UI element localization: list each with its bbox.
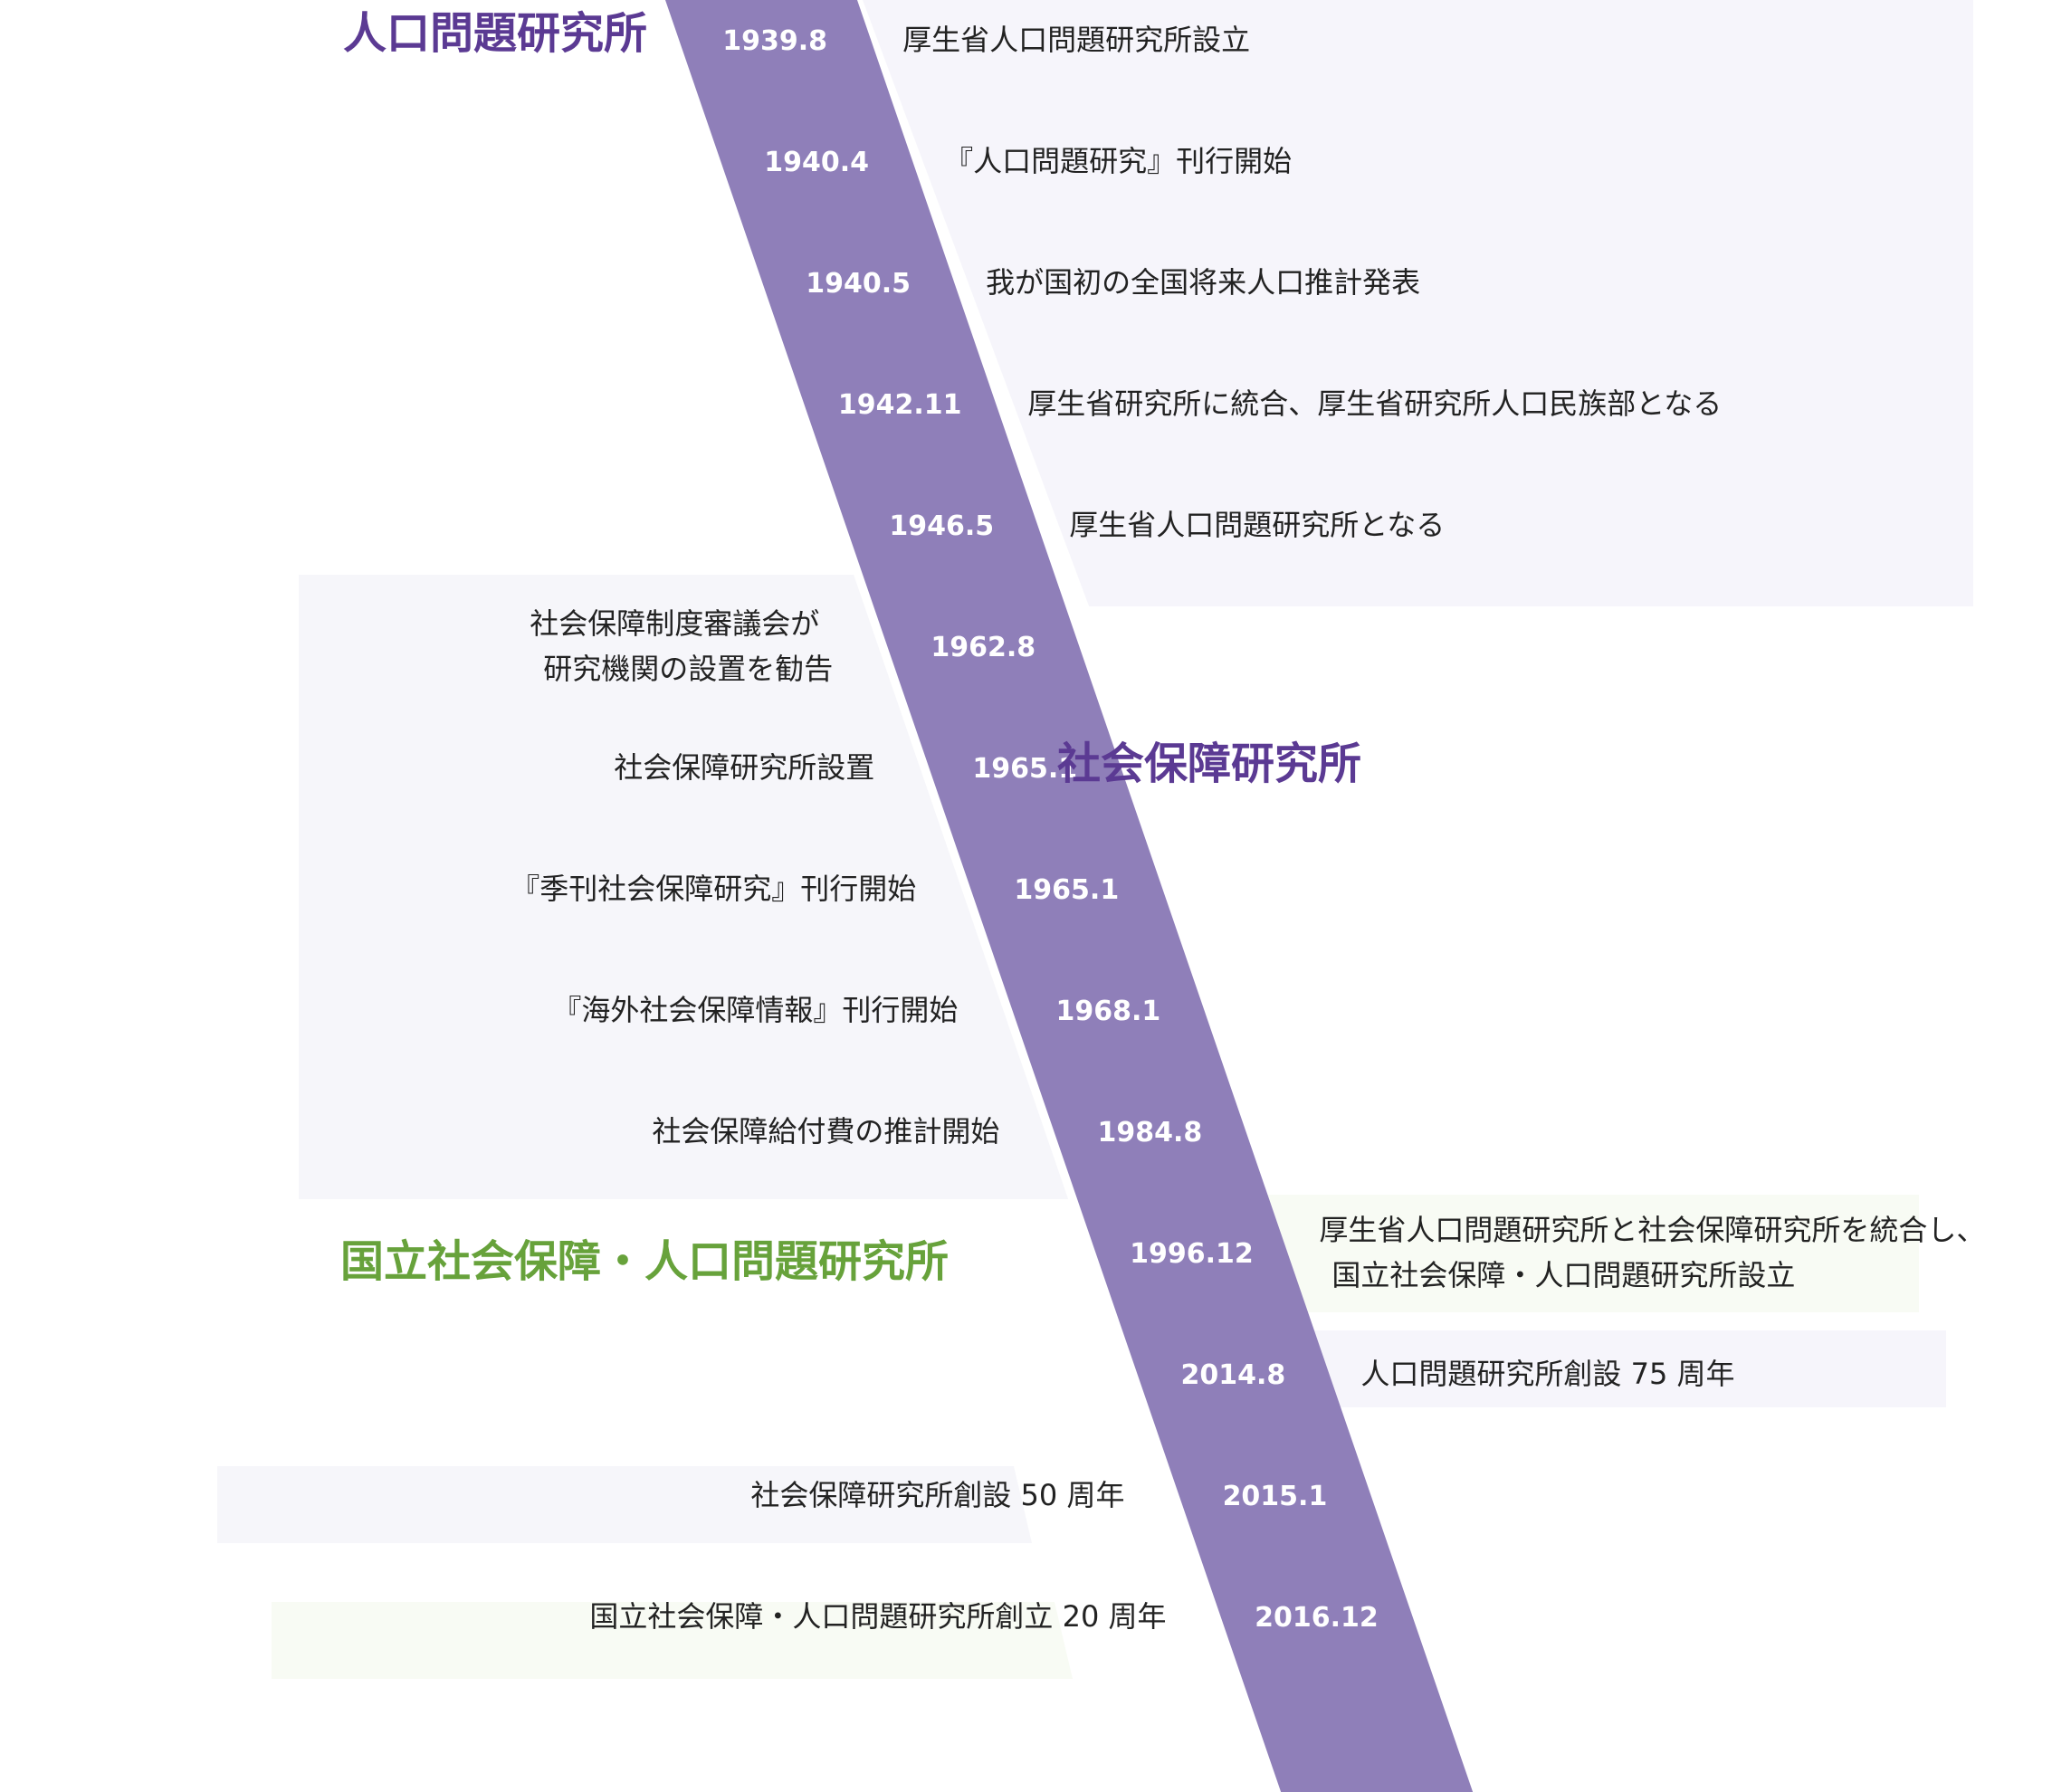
heading-social-security-institute: 社会保障研究所 xyxy=(1057,739,1361,789)
panel-merger xyxy=(1154,1195,1919,1312)
event-date: 1984.8 xyxy=(1097,1117,1202,1149)
panel-social-security-era xyxy=(299,575,1069,1199)
event-date: 1942.11 xyxy=(838,389,962,421)
date-labels: 1939.8 1940.4 1940.5 1942.11 1946.5 1962.8 196… xyxy=(722,25,1379,1634)
event-description: 『人口問題研究』刊行開始 xyxy=(944,144,1292,178)
heading-population-institute: 人口問題研究所 xyxy=(343,8,647,59)
event-description: 社会保障制度審議会が xyxy=(530,606,819,641)
event-date: 1965.1 xyxy=(1014,874,1119,906)
panel-50th xyxy=(217,1466,1032,1543)
event-labels: 厚生省人口問題研究所設立『人口問題研究』刊行開始我が国初の全国将来人口推計発表厚… xyxy=(511,23,1985,1634)
event-date: 1996.12 xyxy=(1130,1238,1254,1270)
event-description: 研究機関の設置を勧告 xyxy=(543,652,833,686)
event-description: 人口問題研究所創設 75 周年 xyxy=(1360,1357,1734,1391)
event-date: 1962.8 xyxy=(931,632,1036,663)
event-date: 2015.1 xyxy=(1223,1481,1328,1512)
event-description: 厚生省人口問題研究所と社会保障研究所を統合し、 xyxy=(1319,1213,1985,1247)
event-date: 2016.12 xyxy=(1255,1602,1379,1634)
event-description: 社会保障研究所設置 xyxy=(614,750,874,785)
event-description: 国立社会保障・人口問題研究所設立 xyxy=(1331,1258,1795,1292)
event-description: 社会保障研究所創設 50 周年 xyxy=(750,1478,1124,1512)
event-date: 2014.8 xyxy=(1181,1359,1286,1391)
panel-20th xyxy=(272,1602,1073,1679)
event-description: 社会保障給付費の推計開始 xyxy=(652,1114,999,1149)
event-description: 『海外社会保障情報』刊行開始 xyxy=(552,993,958,1027)
event-date: 1965.1 xyxy=(972,753,1077,785)
event-description: 厚生省人口問題研究所となる xyxy=(1069,508,1445,542)
event-description: 我が国初の全国将来人口推計発表 xyxy=(986,265,1420,300)
panel-population-era xyxy=(863,0,1973,606)
event-date: 1940.4 xyxy=(764,147,869,178)
event-date: 1940.5 xyxy=(806,268,911,300)
heading-national-institute: 国立社会保障・人口問題研究所 xyxy=(340,1236,949,1287)
event-date: 1946.5 xyxy=(889,510,994,542)
event-description: 『季刊社会保障研究』刊行開始 xyxy=(511,872,916,906)
event-description: 厚生省研究所に統合、厚生省研究所人口民族部となる xyxy=(1027,386,1722,421)
event-description: 国立社会保障・人口問題研究所創立 20 周年 xyxy=(589,1599,1166,1634)
event-description: 厚生省人口問題研究所設立 xyxy=(902,23,1250,57)
background-panels xyxy=(217,0,1973,1679)
timeline-band xyxy=(665,0,1474,1792)
event-date: 1968.1 xyxy=(1055,996,1160,1027)
event-date: 1939.8 xyxy=(722,25,827,57)
panel-75th xyxy=(1190,1330,1946,1407)
